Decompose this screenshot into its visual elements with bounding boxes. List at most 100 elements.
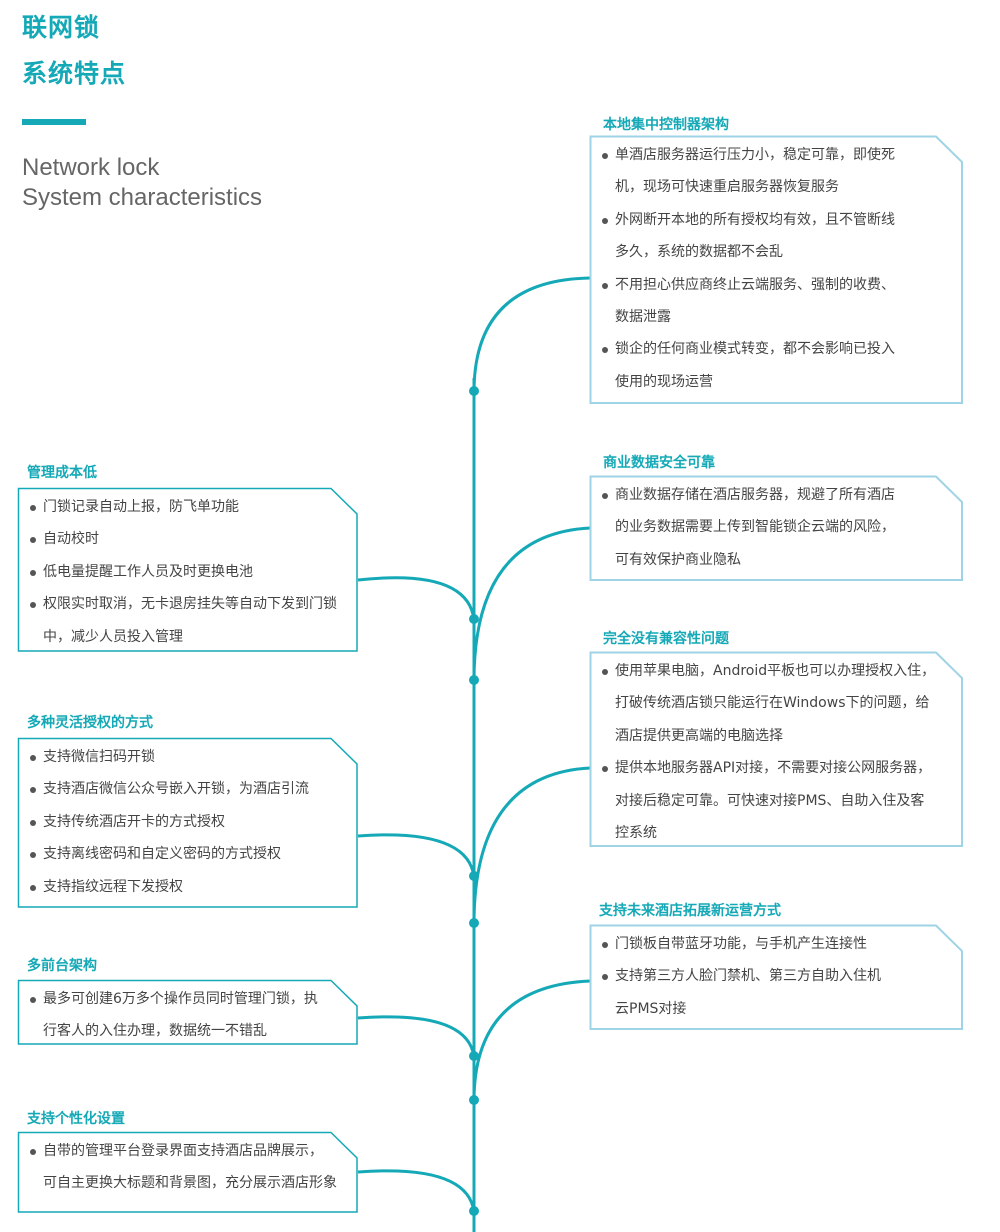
feature-item: 可自主更换大标题和背景图，充分展示酒店形象 <box>18 1167 337 1199</box>
feature-text: 支持离线密码和自定义密码的方式授权 <box>43 846 281 863</box>
feature-text: 数据泄露 <box>615 309 671 326</box>
feature-text: 单酒店服务器运行压力小，稳定可靠，即使死 <box>615 147 895 163</box>
feature-text: 门锁记录自动上报，防飞单功能 <box>43 499 239 515</box>
bullet-icon <box>30 787 36 794</box>
feature-text: 外网断开本地的所有授权均有效，且不管断线 <box>615 211 895 228</box>
feature-item: 云PMS对接 <box>590 993 881 1025</box>
feature-text: 最多可创建6万多个操作员同时管理门锁，执 <box>43 991 318 1007</box>
feature-item: 单酒店服务器运行压力小，稳定可靠，即使死 <box>590 139 895 171</box>
feature-item: 支持微信扫码开锁 <box>18 741 309 773</box>
feature-item: 支持传统酒店开卡的方式授权 <box>18 806 309 838</box>
feature-item: 支持第三方人脸门禁机、第三方自助入住机 <box>590 960 881 992</box>
feature-text: 锁企的任何商业模式转变，都不会影响已投入 <box>615 341 895 358</box>
branch-left-2 <box>357 833 476 878</box>
feature-text: 中，减少人员投入管理 <box>43 628 183 645</box>
feature-item: 机，现场可快速重启服务器恢复服务 <box>590 171 895 203</box>
feature-box: 最多可创建6万多个操作员同时管理门锁，执行客人的入住办理，数据统一不错乱 <box>17 979 358 1047</box>
bullet-icon <box>30 569 36 576</box>
section-heading: 多种灵活授权的方式 <box>27 715 153 731</box>
section-heading: 支持个性化设置 <box>27 1111 125 1127</box>
feature-item: 的业务数据需要上传到智能锁企云端的风险， <box>590 511 895 543</box>
feature-box: 使用苹果电脑，Android平板也可以办理授权入住， 打破传统酒店锁只能运行在Wi… <box>589 651 963 849</box>
english-subtitle: Network lock <box>22 154 160 181</box>
feature-text: 支持传统酒店开卡的方式授权 <box>43 813 225 830</box>
bullet-icon <box>30 537 36 544</box>
bullet-icon <box>602 974 608 981</box>
feature-list: 商业数据存储在酒店服务器，规避了所有酒店的业务数据需要上传到智能锁企云端的风险，… <box>590 479 895 576</box>
feature-text: 低电量提醒工作人员及时更换电池 <box>43 563 253 580</box>
timeline-node <box>469 918 479 928</box>
feature-list: 支持微信扫码开锁支持酒店微信公众号嵌入开锁，为酒店引流支持传统酒店开卡的方式授权… <box>18 741 309 903</box>
branch-left-3 <box>357 1015 476 1058</box>
feature-item: 权限实时取消，无卡退房挂失等自动下发到门锁 <box>18 588 337 620</box>
feature-item: 酒店提供更高端的电脑选择 <box>590 720 935 752</box>
feature-item: 对接后稳定可靠。可快速对接PMS、自助入住及客 <box>590 785 935 817</box>
feature-text: 机，现场可快速重启服务器恢复服务 <box>615 179 839 196</box>
timeline-node <box>469 1051 479 1061</box>
feature-item: 不用担心供应商终止云端服务、强制的收费、 <box>590 269 895 301</box>
feature-box-frame <box>17 1131 358 1213</box>
feature-text: 支持第三方人脸门禁机、第三方自助入住机 <box>615 968 881 985</box>
timeline-node <box>469 871 479 881</box>
feature-item: 可有效保护商业隐私 <box>590 544 895 576</box>
feature-list: 使用苹果电脑，Android平板也可以办理授权入住， 打破传统酒店锁只能运行在Wi… <box>590 655 935 849</box>
branch-right-3 <box>472 766 591 925</box>
bullet-icon <box>602 282 608 289</box>
page-title: 联网锁 <box>22 13 101 42</box>
bullet-icon <box>602 153 608 159</box>
bullet-icon <box>30 602 36 609</box>
bullet-icon <box>30 997 36 1003</box>
feature-text: 提供本地服务器API对接，不需要对接公网服务器， <box>615 760 932 777</box>
feature-item: 自带的管理平台登录界面支持酒店品牌展示， <box>18 1135 337 1167</box>
feature-text: 的业务数据需要上传到智能锁企云端的风险， <box>615 519 895 536</box>
feature-box-frame <box>17 487 358 652</box>
feature-item: 打破传统酒店锁只能运行在Windows下的问题，给 <box>590 687 935 719</box>
feature-box: 单酒店服务器运行压力小，稳定可靠，即使死机，现场可快速重启服务器恢复服务外网断开… <box>589 135 963 404</box>
feature-box: 自带的管理平台登录界面支持酒店品牌展示， 可自主更换大标题和背景图，充分展示酒店形… <box>17 1131 358 1213</box>
page-title-line2: 系统特点 <box>22 59 127 88</box>
feature-text: 支持指纹远程下发授权 <box>43 878 183 895</box>
feature-item: 自动校时 <box>18 523 337 555</box>
feature-text: 控系统 <box>615 825 657 842</box>
section-heading: 本地集中控制器架构 <box>603 117 729 133</box>
feature-text: 不用担心供应商终止云端服务、强制的收费、 <box>615 276 895 293</box>
feature-text: 打破传统酒店锁只能运行在Windows下的问题，给 <box>615 695 930 712</box>
feature-text: 支持酒店微信公众号嵌入开锁，为酒店引流 <box>43 781 309 798</box>
feature-box-frame <box>589 475 963 581</box>
branch-right-4 <box>472 979 591 1102</box>
feature-item: 数据泄露 <box>590 301 895 333</box>
feature-text: 权限实时取消，无卡退房挂失等自动下发到门锁 <box>43 596 337 613</box>
timeline-node <box>469 1095 479 1105</box>
timeline-node <box>469 1206 479 1216</box>
feature-text: 云PMS对接 <box>615 1000 687 1017</box>
feature-item: 行客人的入住办理，数据统一不错乱 <box>18 1015 318 1047</box>
feature-list: 自带的管理平台登录界面支持酒店品牌展示， 可自主更换大标题和背景图，充分展示酒店形… <box>18 1135 337 1200</box>
feature-box-frame <box>17 979 358 1045</box>
branch-right-2 <box>472 526 591 682</box>
feature-item: 锁企的任何商业模式转变，都不会影响已投入 <box>590 333 895 365</box>
feature-box-frame <box>589 651 963 847</box>
bullet-icon <box>602 493 608 499</box>
feature-item: 门锁记录自动上报，防飞单功能 <box>18 491 337 523</box>
bullet-icon <box>30 852 36 859</box>
feature-box-frame <box>17 737 358 908</box>
feature-text: 使用的现场运营 <box>615 373 713 390</box>
feature-box-frame <box>589 924 963 1030</box>
feature-item: 多久，系统的数据都不会乱 <box>590 236 895 268</box>
feature-item: 商业数据存储在酒店服务器，规避了所有酒店 <box>590 479 895 511</box>
feature-item: 支持指纹远程下发授权 <box>18 871 309 903</box>
branch-left-1 <box>357 576 476 621</box>
bullet-icon <box>602 766 608 773</box>
section-heading: 商业数据安全可靠 <box>603 455 715 471</box>
feature-item: 使用苹果电脑，Android平板也可以办理授权入住， <box>590 655 935 687</box>
feature-text: 门锁板自带蓝牙功能，与手机产生连接性 <box>615 936 867 952</box>
feature-text: 可自主更换大标题和背景图，充分展示酒店形象 <box>43 1175 337 1192</box>
timeline-node <box>469 675 479 685</box>
feature-list: 单酒店服务器运行压力小，稳定可靠，即使死机，现场可快速重启服务器恢复服务外网断开… <box>590 139 895 398</box>
feature-text: 酒店提供更高端的电脑选择 <box>615 727 783 744</box>
bullet-icon <box>30 884 36 891</box>
feature-list: 门锁板自带蓝牙功能，与手机产生连接性支持第三方人脸门禁机、第三方自助入住机云PM… <box>590 928 881 1025</box>
feature-text: 可有效保护商业隐私 <box>615 551 741 568</box>
bullet-icon <box>602 217 608 224</box>
